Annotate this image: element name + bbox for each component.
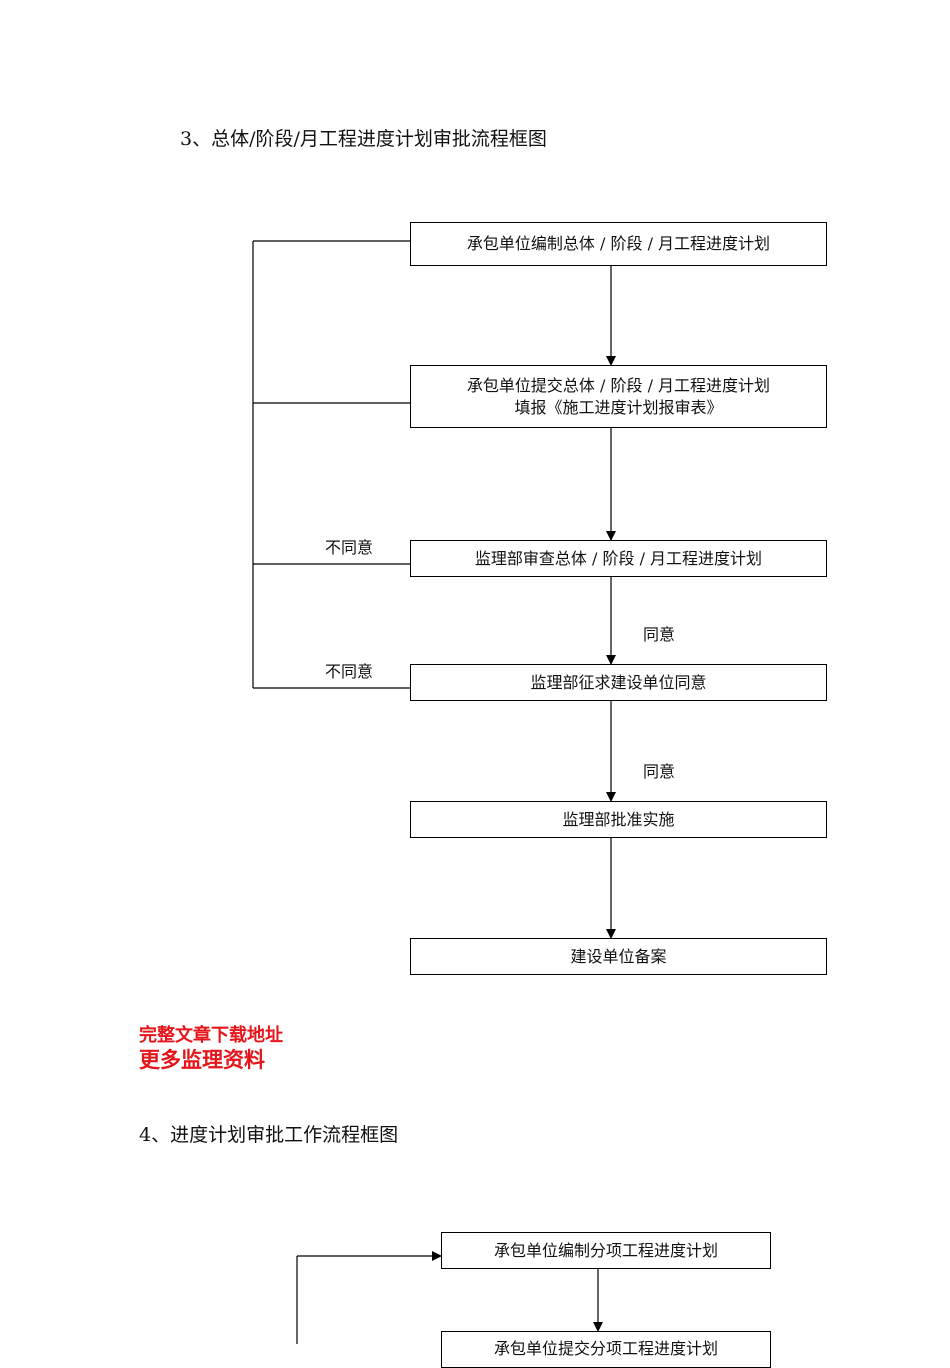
box-text: 承包单位编制总体 / 阶段 / 月工程进度计划 (466, 234, 771, 253)
flow-box-seek-consent: 监理部征求建设单位同意 (410, 664, 827, 701)
flow-box-record: 建设单位备案 (410, 938, 827, 975)
box-text: 监理部审查总体 / 阶段 / 月工程进度计划 (474, 548, 763, 568)
flow-box-compile-plan: 承包单位编制总体 / 阶段 / 月工程进度计划 (410, 222, 827, 266)
flow-box-submit-plan: 承包单位提交总体 / 阶段 / 月工程进度计划 填报《施工进度计划报审表》 (410, 365, 827, 428)
reject-label: 不同意 (325, 538, 374, 557)
more-materials-link[interactable]: 更多监理资料 (139, 1048, 265, 1072)
box-text: 填报《施工进度计划报审表》 (514, 397, 723, 417)
agree-label: 同意 (643, 762, 676, 781)
box-text: 承包单位提交分项工程进度计划 (493, 1339, 718, 1358)
reject-label: 不同意 (325, 662, 374, 681)
box-text: 建设单位备案 (570, 946, 667, 966)
section4-title: 4、进度计划审批工作流程框图 (139, 1124, 399, 1146)
download-link[interactable]: 完整文章下载地址 (139, 1025, 283, 1046)
box-text: 监理部批准实施 (562, 809, 675, 829)
flow-box-compile-subplan: 承包单位编制分项工程进度计划 (441, 1232, 771, 1269)
flow-box-approve: 监理部批准实施 (410, 801, 827, 838)
flow-box-review-plan: 监理部审查总体 / 阶段 / 月工程进度计划 (410, 540, 827, 577)
box-text: 监理部征求建设单位同意 (530, 672, 707, 692)
box-text: 承包单位提交总体 / 阶段 / 月工程进度计划 (466, 375, 771, 395)
flow-box-submit-subplan: 承包单位提交分项工程进度计划 (441, 1331, 771, 1368)
section3-title: 3、总体/阶段/月工程进度计划审批流程框图 (180, 128, 547, 150)
agree-label: 同意 (643, 625, 676, 644)
box-text: 承包单位编制分项工程进度计划 (493, 1240, 718, 1260)
